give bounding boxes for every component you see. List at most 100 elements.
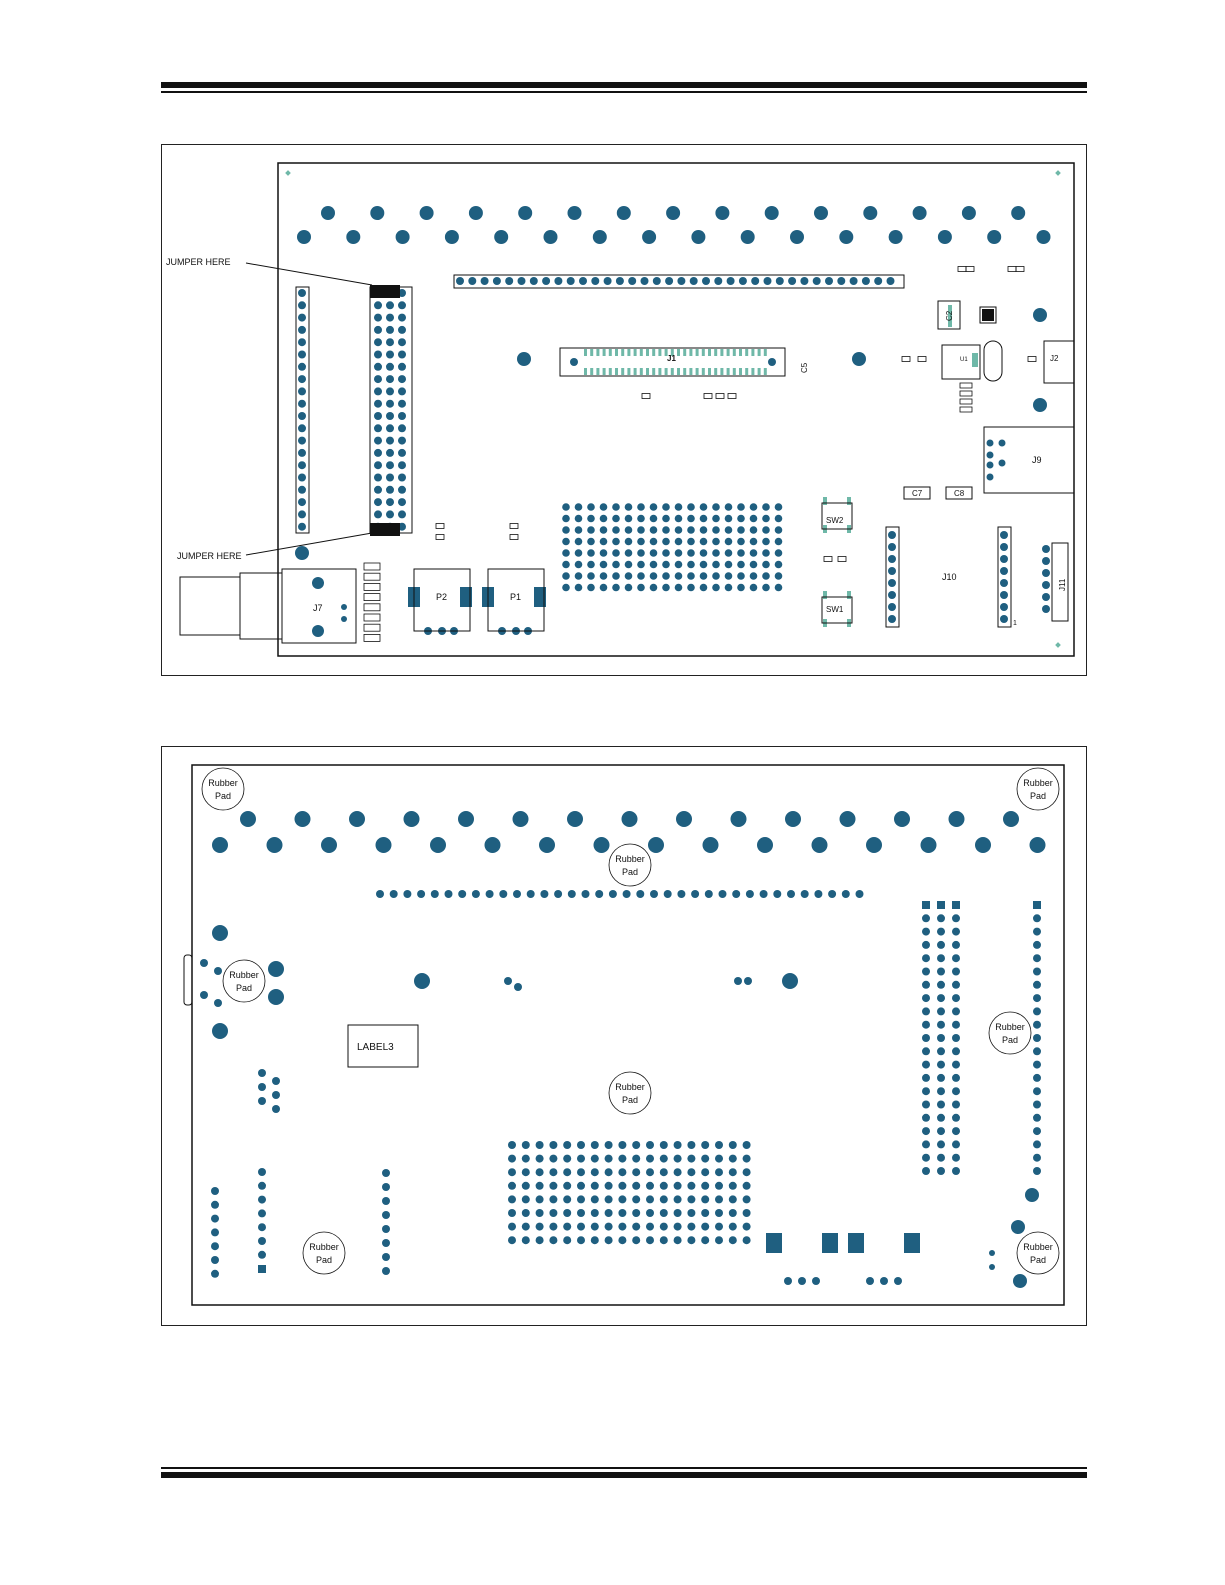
j3-header-pin [505, 277, 513, 285]
u1-tab [972, 353, 978, 367]
bottom-proto-pad [618, 1168, 626, 1176]
bottom-header-pad [937, 1021, 945, 1029]
resistor-part [364, 614, 380, 621]
proto-grid-pad [562, 572, 570, 580]
bottom-header-pad [1033, 1101, 1041, 1109]
bottom-proto-pad [522, 1209, 530, 1217]
smd-part [958, 267, 966, 272]
bottom-proto-pad [577, 1223, 585, 1231]
bottom-small-pad [504, 977, 512, 985]
bottom-switch-pad [848, 1233, 864, 1253]
smd-part [902, 357, 910, 362]
left-header-pin [298, 338, 306, 346]
bottom-header-pad [922, 1074, 930, 1082]
jumper-header-pin [386, 375, 394, 383]
proto-grid-pad [750, 503, 758, 511]
smd-part [716, 394, 724, 399]
jumper-header-pin [374, 437, 382, 445]
bottom-header-pin [609, 890, 617, 898]
bottom-header-pad [937, 1154, 945, 1162]
j7-pad [312, 625, 324, 637]
bottom-proto-pad [591, 1236, 599, 1244]
j10-pin [1000, 531, 1008, 539]
bottom-header-pin [431, 890, 439, 898]
j3-header-pin [641, 277, 649, 285]
j7-pad [341, 616, 347, 622]
top-row-pad [469, 206, 483, 220]
bottom-row-pad [1030, 837, 1046, 853]
bottom-proto-pad [660, 1236, 668, 1244]
bottom-small-pad [200, 991, 208, 999]
bottom-proto-pad [660, 1223, 668, 1231]
smd-part [436, 524, 444, 529]
bottom-header-pin [486, 890, 494, 898]
j10-pin [888, 543, 896, 551]
jumper-header-pin [398, 486, 406, 494]
j1-smd-pad [621, 368, 624, 375]
proto-grid-pad [625, 572, 633, 580]
bottom-header-pad [952, 1007, 960, 1015]
j10-pin [1000, 555, 1008, 563]
bottom-left-header-pin [258, 1223, 266, 1231]
bottom-header-pad [1033, 1114, 1041, 1122]
j3-header-pin [764, 277, 772, 285]
smd-part [824, 557, 832, 562]
bottom-proto-pad [577, 1182, 585, 1190]
proto-grid-pad [712, 538, 720, 546]
proto-grid-pad [700, 503, 708, 511]
proto-grid-pad [662, 538, 670, 546]
j3-header-pin [702, 277, 710, 285]
bottom-row-pad [404, 811, 420, 827]
jumper-header-pin [386, 326, 394, 334]
proto-grid-pad [775, 549, 783, 557]
bottom-header-pad [952, 914, 960, 922]
bottom-header-pad [1033, 968, 1041, 976]
bottom-proto-pad [536, 1195, 544, 1203]
proto-grid-pad [612, 526, 620, 534]
jumper-header-pin [374, 486, 382, 494]
j3-header-pin [776, 277, 784, 285]
proto-grid-pad [587, 584, 595, 592]
bottom-mount-pad [268, 961, 284, 977]
bottom-header-pin [801, 890, 809, 898]
bottom-header-pad [937, 981, 945, 989]
bottom-proto-pad [536, 1223, 544, 1231]
jumper-header-pin [374, 326, 382, 334]
bottom-proto-pad [591, 1209, 599, 1217]
proto-grid-pad [687, 584, 695, 592]
proto-grid-pad [700, 515, 708, 523]
bottom-mount-pad [212, 1023, 228, 1039]
left-header-pin [298, 461, 306, 469]
proto-grid-pad [762, 549, 770, 557]
j3-header-pin [653, 277, 661, 285]
left-header-pin [298, 351, 306, 359]
j1-smd-pad [764, 368, 767, 375]
jumper-header-pin [386, 449, 394, 457]
j11-pin [1042, 557, 1050, 565]
smd-part [960, 391, 972, 396]
top-view-drawing: JUMPER HERE JUMPER HERE J1 J7 P2 P1 SW2 … [162, 145, 1086, 675]
rubber-pad-label: Pad [622, 867, 638, 877]
bottom-header-pad [937, 954, 945, 962]
bottom-proto-pad [743, 1223, 751, 1231]
j1-smd-pad [689, 349, 692, 356]
bottom-proto-pad [701, 1155, 709, 1163]
resistor-part [364, 594, 380, 601]
proto-grid-pad [562, 526, 570, 534]
bottom-row-pad [349, 811, 365, 827]
bottom-proto-pad [522, 1141, 530, 1149]
j10-pin [1000, 567, 1008, 575]
j7-label: J7 [313, 603, 323, 613]
bottom-header-pad [922, 1167, 930, 1175]
j1-smd-pad [652, 349, 655, 356]
rubber-pad-label: Pad [1030, 791, 1046, 801]
jumper-header-pin [386, 510, 394, 518]
proto-grid-pad [700, 526, 708, 534]
bottom-rj-pin [894, 1277, 902, 1285]
bottom-proto-pad [715, 1236, 723, 1244]
jumper-header-pin [398, 424, 406, 432]
bottom-proto-pad [701, 1236, 709, 1244]
j1-smd-pad [646, 349, 649, 356]
bottom-proto-pad [508, 1155, 516, 1163]
jumper-header-pin [374, 474, 382, 482]
